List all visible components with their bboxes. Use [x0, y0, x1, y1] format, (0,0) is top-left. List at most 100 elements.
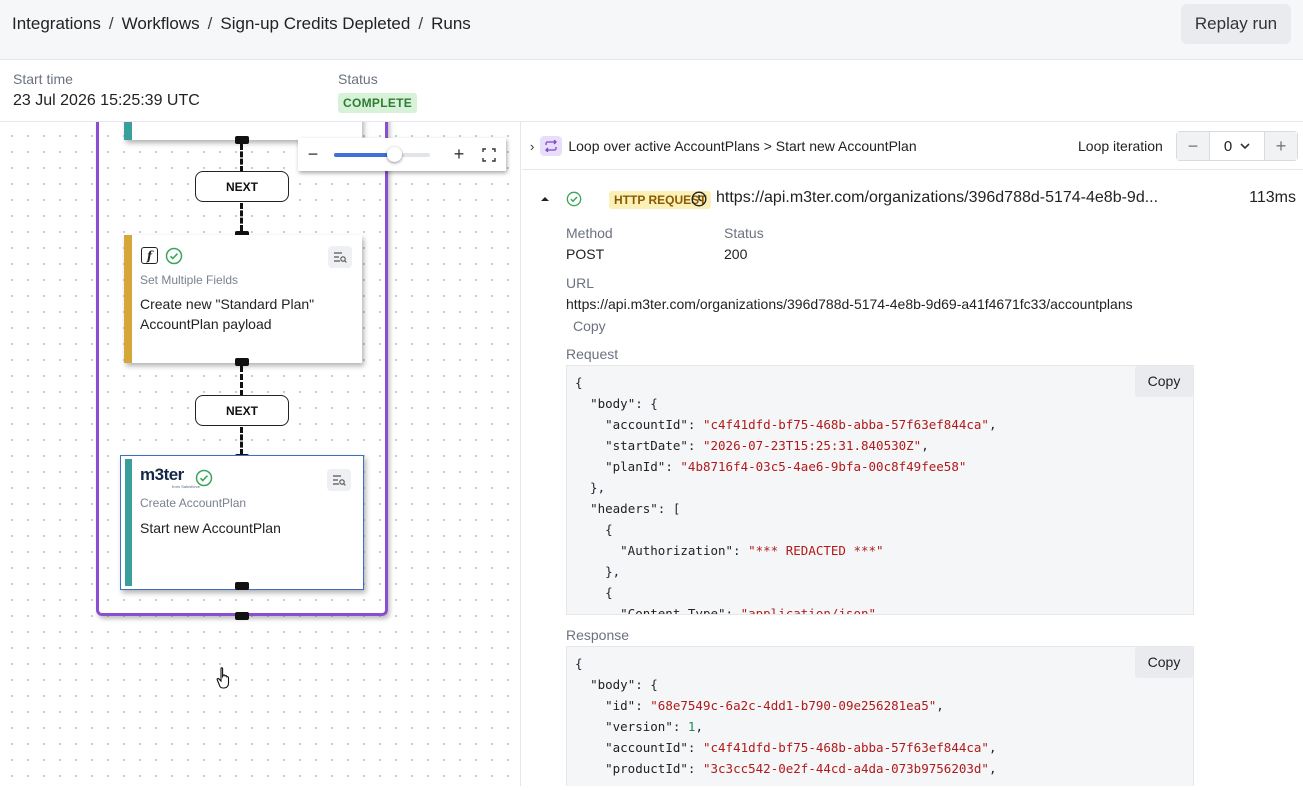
- node-output-port[interactable]: [235, 358, 249, 366]
- node-details-icon[interactable]: [328, 246, 352, 268]
- node-stripe: [125, 459, 132, 586]
- success-check-icon: [195, 469, 213, 487]
- copy-url-button[interactable]: Copy: [573, 318, 606, 334]
- chevron-right-icon[interactable]: ›: [530, 138, 535, 154]
- iteration-value: 0: [1223, 137, 1233, 155]
- caret-up-icon[interactable]: [540, 195, 550, 202]
- m3ter-logo-sub: from Salesforce: [172, 484, 201, 489]
- node-title: Create new "Standard Plan" AccountPlan p…: [140, 296, 315, 332]
- loop-path-text: Loop over active AccountPlans > Start ne…: [568, 138, 917, 154]
- loop-icon: [540, 136, 563, 156]
- json-line: "productId": "3c3cc542-0e2f-44cd-a4da-07…: [605, 761, 997, 776]
- method-value: POST: [566, 246, 605, 262]
- fit-view-icon[interactable]: [474, 140, 504, 170]
- next-edge-label[interactable]: NEXT: [195, 171, 289, 202]
- json-line: "planId": "4b8716f4-03c5-4ae6-9bfa-00c8f…: [605, 459, 967, 474]
- connector-line: [240, 144, 243, 172]
- json-line: },: [575, 480, 606, 495]
- replay-run-button[interactable]: Replay run: [1181, 4, 1291, 44]
- json-line: "accountId": "c4f41dfd-bf75-468b-abba-57…: [605, 740, 997, 755]
- run-details-panel: › Loop over active AccountPlans > Start …: [522, 122, 1303, 786]
- json-line: "Authorization": "*** REDACTED ***": [620, 543, 884, 558]
- json-line: {: [575, 585, 613, 600]
- node-stripe: [124, 122, 132, 140]
- response-json[interactable]: { "body": { "id": "68e7549c-6a2c-4dd1-b7…: [566, 646, 1194, 786]
- iteration-select[interactable]: 0: [1209, 132, 1265, 160]
- chevron-down-icon: [1240, 142, 1250, 149]
- zoom-out-button[interactable]: −: [307, 144, 319, 164]
- breadcrumb-separator: /: [418, 14, 424, 33]
- node-title: Start new AccountPlan: [140, 520, 281, 536]
- json-line: "headers": [: [590, 501, 681, 516]
- json-line: "body": {: [590, 396, 658, 411]
- iteration-decrement-button[interactable]: −: [1177, 132, 1209, 160]
- method-label: Method: [566, 225, 613, 241]
- hand-pointer-icon: [216, 667, 230, 689]
- json-line: "accountId": "c4f41dfd-bf75-468b-abba-57…: [605, 417, 997, 432]
- function-icon: f: [141, 247, 158, 264]
- clock-icon: [691, 191, 707, 207]
- response-label: Response: [566, 627, 630, 643]
- node-output-port[interactable]: [235, 136, 249, 144]
- breadcrumb-separator: /: [108, 14, 114, 33]
- node-type-label: Create AccountPlan: [140, 496, 247, 510]
- json-line: },: [575, 564, 621, 579]
- zoom-control: − +: [298, 138, 506, 171]
- breadcrumb-runs[interactable]: Runs: [431, 14, 471, 33]
- zoom-slider[interactable]: [334, 146, 430, 162]
- zoom-in-button[interactable]: +: [453, 144, 465, 164]
- breadcrumb-integrations[interactable]: Integrations: [12, 14, 101, 33]
- page-header: Integrations / Workflows / Sign-up Credi…: [0, 0, 1303, 60]
- json-line: "Content-Type": "application/json": [620, 606, 877, 615]
- node-details-icon[interactable]: [327, 469, 351, 491]
- run-meta: Start time 23 Jul 2026 15:25:39 UTC Stat…: [0, 60, 1303, 122]
- start-time-value: 23 Jul 2026 15:25:39 UTC: [13, 92, 200, 109]
- status-code-label: Status: [724, 225, 764, 241]
- status-label: Status: [338, 71, 378, 87]
- url-label: URL: [566, 275, 595, 291]
- previous-node[interactable]: [124, 122, 362, 140]
- json-line: {: [575, 522, 613, 537]
- json-line: "body": {: [590, 677, 658, 692]
- loop-header: › Loop over active AccountPlans > Start …: [522, 122, 1303, 170]
- request-duration: 113ms: [1249, 189, 1296, 206]
- create-accountplan-node[interactable]: m3ter from Salesforce Create AccountPlan…: [120, 455, 364, 590]
- request-url-summary: https://api.m3ter.com/organizations/396d…: [716, 189, 1159, 206]
- set-multiple-fields-node[interactable]: f Set Multiple Fields Create new "Standa…: [124, 235, 362, 363]
- success-check-icon: [566, 191, 582, 207]
- json-line: "startDate": "2026-07-23T15:25:31.840530…: [605, 438, 929, 453]
- status-code-value: 200: [724, 246, 748, 262]
- copy-request-button[interactable]: Copy: [1135, 366, 1193, 397]
- workflow-canvas[interactable]: NEXT f Set Multiple Fields Create new "S…: [0, 122, 521, 786]
- connector-line: [240, 427, 243, 455]
- request-label: Request: [566, 346, 619, 362]
- connector-line: [240, 203, 243, 231]
- breadcrumb-separator: /: [207, 14, 213, 33]
- breadcrumb-workflow-name[interactable]: Sign-up Credits Depleted: [220, 14, 411, 33]
- iteration-increment-button[interactable]: +: [1265, 132, 1297, 160]
- http-request-row[interactable]: HTTP REQUEST https://api.m3ter.com/organ…: [540, 188, 1300, 212]
- connector-line: [240, 366, 243, 396]
- node-stripe: [124, 235, 132, 363]
- next-edge-label[interactable]: NEXT: [195, 395, 289, 426]
- start-time-label: Start time: [13, 71, 73, 87]
- node-type-label: Set Multiple Fields: [140, 273, 239, 287]
- request-json[interactable]: { "body": { "accountId": "c4f41dfd-bf75-…: [566, 365, 1194, 615]
- loop-iteration-stepper: − 0 +: [1176, 131, 1298, 161]
- breadcrumb-workflows[interactable]: Workflows: [121, 14, 200, 33]
- loop-path: › Loop over active AccountPlans > Start …: [530, 136, 917, 156]
- zoom-slider-knob[interactable]: [386, 146, 402, 162]
- zoom-slider-fill: [334, 152, 394, 157]
- url-value: https://api.m3ter.com/organizations/396d…: [566, 296, 1133, 312]
- response-json-lines: { "body": { "id": "68e7549c-6a2c-4dd1-b7…: [575, 653, 1185, 779]
- request-json-lines: { "body": { "accountId": "c4f41dfd-bf75-…: [575, 372, 1185, 615]
- json-line: {: [575, 656, 583, 671]
- loop-output-port[interactable]: [235, 612, 249, 620]
- json-line: "id": "68e7549c-6a2c-4dd1-b790-09e256281…: [605, 698, 944, 713]
- node-output-port[interactable]: [235, 582, 249, 590]
- json-line: "version": 1,: [605, 719, 703, 734]
- status-badge: COMPLETE: [338, 93, 418, 113]
- copy-response-button[interactable]: Copy: [1135, 647, 1193, 678]
- loop-iteration-label: Loop iteration: [1078, 138, 1163, 154]
- breadcrumb: Integrations / Workflows / Sign-up Credi…: [12, 14, 471, 34]
